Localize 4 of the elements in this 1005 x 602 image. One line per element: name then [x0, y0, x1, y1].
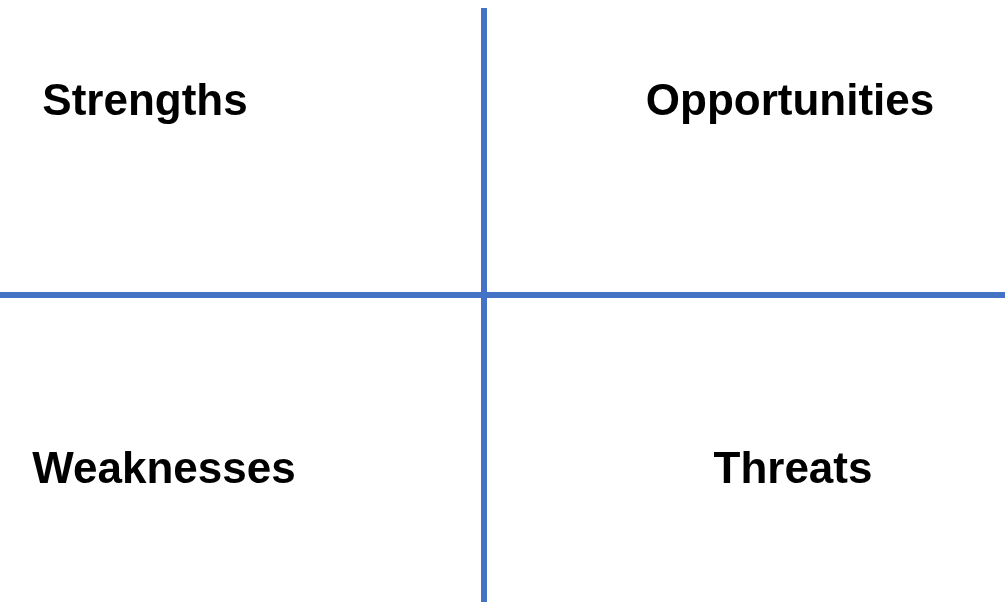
- quadrant-heading: Weaknesses: [32, 446, 296, 490]
- quadrant-heading: Threats: [713, 446, 873, 490]
- quadrant-heading: Opportunities: [645, 78, 935, 122]
- quadrant-heading: Strengths: [42, 78, 248, 122]
